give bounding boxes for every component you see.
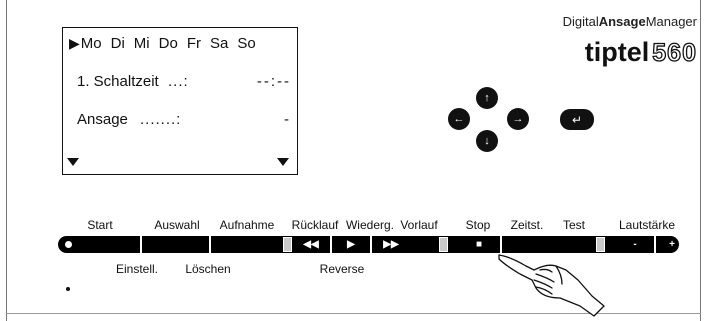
ansage-leader: .......: [140, 111, 182, 128]
subtitle-mid: Ansage [598, 14, 646, 29]
weekday-row: ▶ Mo Di Mi Do Fr Sa So [69, 35, 256, 52]
enter-button[interactable]: ↵ [560, 109, 594, 130]
panel-left-edge [6, 0, 7, 321]
vorlauf-label: Vorlauf [400, 218, 438, 232]
microphone-dot-icon [66, 287, 70, 291]
schaltzeit-label: 1. Schaltzeit [77, 73, 159, 90]
auswahl-label: Auswahl [154, 218, 200, 232]
schaltzeit-value: --:-- [256, 73, 291, 90]
weekday-so[interactable]: So [237, 35, 256, 52]
wiedergabe-label: Wiederg. [345, 218, 395, 232]
play-button[interactable]: ▶ [347, 238, 355, 250]
brand-logo: tiptel 560 [585, 37, 697, 68]
weekday-do[interactable]: Do [158, 35, 178, 52]
arrow-left-button[interactable]: ← [448, 108, 470, 130]
loeschen-label: Löschen [185, 262, 231, 276]
volume-up-button[interactable]: + [669, 238, 675, 250]
subtitle-prefix: Digital [562, 14, 599, 29]
lautstaerke-label: Lautstärke [618, 218, 676, 232]
weekday-sa[interactable]: Sa [209, 35, 229, 52]
stop-button[interactable]: ■ [475, 238, 483, 250]
arrow-up-button[interactable]: ↑ [476, 87, 498, 109]
pointing-hand-icon [498, 254, 605, 317]
brand-model: 560 [652, 38, 697, 67]
panel-bottom-edge [6, 313, 701, 314]
test-label: Test [562, 218, 586, 232]
arrow-down-button[interactable]: ↓ [476, 130, 498, 152]
triangle-down-icon [277, 158, 289, 166]
key-divider [654, 236, 656, 253]
rewind-button[interactable]: ◀◀ [303, 238, 319, 250]
triangle-down-icon [67, 158, 79, 166]
ansage-value: - [284, 111, 289, 128]
fast-forward-button[interactable]: ▶▶ [383, 238, 399, 250]
key-spacer [439, 237, 448, 252]
ruecklauf-label: Rücklauf [291, 218, 339, 232]
schaltzeit-leader: ...: [168, 73, 189, 90]
cursor-marker: ▶ [69, 35, 80, 51]
key-divider [140, 236, 142, 253]
reverse-label: Reverse [319, 262, 365, 276]
aufnahme-label: Aufnahme [219, 218, 275, 232]
key-strip: ◀◀ ▶ ▶▶ ■ - + [58, 236, 679, 253]
lcd-display: ▶ Mo Di Mi Do Fr Sa So 1. Schaltzeit ...… [62, 27, 298, 175]
key-divider [330, 236, 332, 253]
brand-name: tiptel [584, 37, 650, 67]
key-divider [500, 236, 502, 253]
volume-down-button[interactable]: - [633, 238, 637, 250]
arrow-right-button[interactable]: → [507, 108, 529, 130]
panel-right-edge [700, 0, 701, 321]
weekday-mo[interactable]: Mo [80, 35, 102, 52]
subtitle-suffix: Manager [645, 14, 697, 29]
zeitst-label: Zeitst. [510, 218, 544, 232]
product-subtitle: DigitalAnsageManager [563, 14, 697, 29]
start-label: Start [87, 218, 113, 232]
key-divider [370, 236, 372, 253]
key-divider [209, 236, 211, 253]
weekday-fr[interactable]: Fr [186, 35, 201, 52]
led-indicator [65, 241, 72, 248]
weekday-mi[interactable]: Mi [133, 35, 150, 52]
key-spacer [283, 237, 292, 252]
key-spacer [596, 237, 605, 252]
ansage-label: Ansage [77, 111, 128, 128]
weekday-di[interactable]: Di [110, 35, 125, 52]
stop-label: Stop [465, 218, 491, 232]
einstell-label: Einstell. [115, 262, 159, 276]
